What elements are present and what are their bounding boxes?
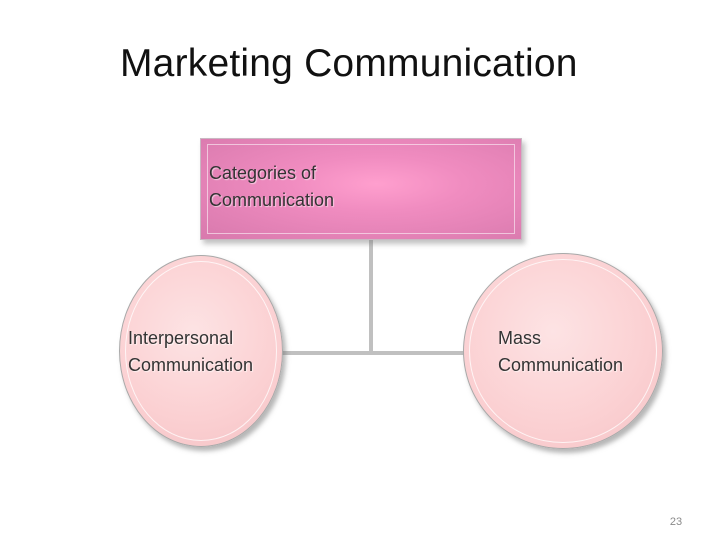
child-node-ring	[125, 261, 277, 441]
child-node-label: Mass Communication	[498, 325, 623, 379]
root-node-label: Categories of Communication	[209, 160, 334, 214]
child-node-interpersonal: Interpersonal Communication	[119, 255, 283, 447]
child-node-label-line1: Interpersonal	[128, 328, 234, 348]
slide-title: Marketing Communication	[120, 42, 578, 85]
child-node-label-line2: Communication	[498, 355, 624, 375]
child-node-ring	[469, 259, 657, 443]
root-node-label-line1: Categories of	[209, 163, 317, 183]
root-node-inner-border	[207, 144, 515, 234]
root-node: Categories of Communication	[200, 138, 522, 240]
page-number: 23	[669, 516, 683, 528]
child-node-label-line1: Mass	[498, 328, 542, 348]
child-node-label-line2: Communication	[128, 355, 254, 375]
child-node-mass: Mass Communication	[463, 253, 663, 449]
root-node-label-line2: Communication	[209, 190, 335, 210]
child-node-label: Interpersonal Communication	[128, 325, 253, 379]
